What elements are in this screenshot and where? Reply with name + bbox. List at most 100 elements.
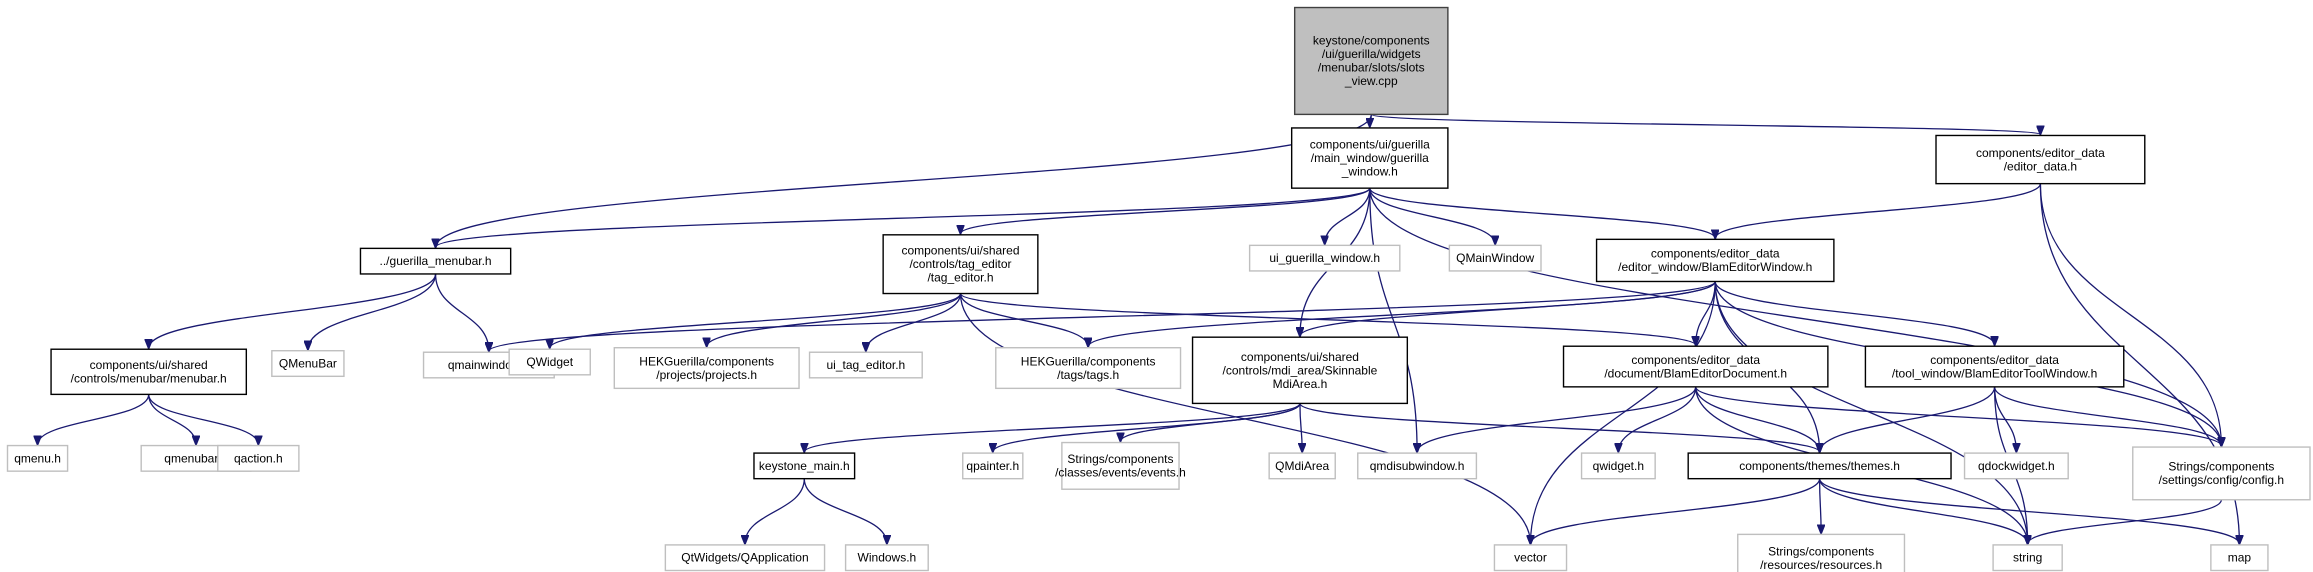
node-BlamEditorWindow[interactable]: components/editor_data/editor_window/Bla… <box>1595 238 1835 283</box>
node-label-line: /controls/mdi_area/Skinnable <box>1223 363 1378 377</box>
edge-guerilla_window-to-ui_guerilla_window <box>1325 188 1371 244</box>
node-box <box>1580 452 1656 480</box>
node-box <box>1737 533 1906 572</box>
node-label-line: /main_window/guerilla <box>1311 151 1429 165</box>
node-box <box>1290 127 1449 189</box>
node-label-line: keystone_main.h <box>759 459 850 473</box>
node-label-line: /controls/menubar/menubar.h <box>71 372 227 386</box>
node-label-line: _window.h <box>1341 165 1398 179</box>
node-tags: HEKGuerilla/components/tags/tags.h <box>995 347 1182 390</box>
node-label-line: qaction.h <box>234 451 283 465</box>
node-QMainWindow: QMainWindow <box>1448 244 1542 272</box>
node-box <box>50 348 248 396</box>
node-label-line: components/editor_data <box>1976 146 2105 160</box>
node-box <box>1595 238 1835 283</box>
edge-themes-to-map <box>1818 478 2240 544</box>
edge-BlamEditorDocument-to-config <box>1695 386 2222 446</box>
node-qdockwidget: qdockwidget.h <box>1963 452 2069 480</box>
node-box <box>2210 544 2269 572</box>
node-qmenu: qmenu.h <box>6 444 69 472</box>
edge-BlamEditorWindow-to-BlamEditorDocument <box>1696 281 1716 345</box>
node-QMdiArea: QMdiArea <box>1268 452 1336 480</box>
node-box <box>1864 345 2125 388</box>
node-label-line: /menubar/slots/slots <box>1318 61 1425 75</box>
edge-SkinnableMdiArea-to-QMdiArea <box>1300 403 1302 452</box>
node-box <box>1448 244 1542 272</box>
edge-SkinnableMdiArea-to-keystone_main <box>804 402 1301 452</box>
node-label-line: /controls/tag_editor <box>909 257 1011 271</box>
node-guerilla_menubar[interactable]: ../guerilla_menubar.h <box>359 247 512 275</box>
node-label-line: components/editor_data <box>1930 353 2059 367</box>
node-label-line: ui_tag_editor.h <box>827 358 906 372</box>
node-label-line: components/editor_data <box>1651 247 1780 261</box>
node-box <box>753 452 856 480</box>
node-keystone_main[interactable]: keystone_main.h <box>753 452 856 480</box>
node-menubar[interactable]: components/ui/shared/controls/menubar/me… <box>50 348 248 396</box>
node-label-line: /document/BlamEditorDocument.h <box>1604 366 1787 380</box>
node-label-line: /ui/guerilla/widgets <box>1322 47 1421 61</box>
node-label-line: keystone/components <box>1313 34 1430 48</box>
node-qmdisubwindow: qmdisubwindow.h <box>1357 452 1478 480</box>
node-BlamEditorDocument[interactable]: components/editor_data/document/BlamEdit… <box>1562 345 1829 388</box>
edge-guerilla_window-to-config <box>1369 188 2222 446</box>
edge-tag_editor-to-QWidget <box>550 293 962 349</box>
node-label-line: components/ui/shared <box>1241 350 1359 364</box>
node-box <box>1562 345 1829 388</box>
node-label-line: qwidget.h <box>1593 459 1644 473</box>
node-string: string <box>1992 544 2063 572</box>
edge-themes-to-resources <box>1820 478 1822 534</box>
node-box <box>1191 336 1409 405</box>
node-label-line: /tool_window/BlamEditorToolWindow.h <box>1892 366 2097 380</box>
node-SkinnableMdiArea[interactable]: components/ui/shared/controls/mdi_area/S… <box>1191 336 1409 405</box>
node-label-line: /editor_window/BlamEditorWindow.h <box>1618 260 1812 274</box>
node-tag_editor[interactable]: components/ui/shared/controls/tag_editor… <box>882 234 1039 295</box>
node-qpainter: qpainter.h <box>962 452 1024 480</box>
node-QWidget: QWidget <box>508 348 591 376</box>
node-editor_data[interactable]: components/editor_data/editor_data.h <box>1935 134 2146 185</box>
node-box <box>1935 134 2146 185</box>
node-QMenuBar: QMenuBar <box>271 350 345 378</box>
node-box <box>1687 452 1952 480</box>
node-box <box>664 544 826 572</box>
node-root[interactable]: keystone/components/ui/guerilla/widgets/… <box>1293 6 1449 116</box>
nodes-layer: keystone/components/ui/guerilla/widgets/… <box>6 6 2311 572</box>
node-guerilla_window[interactable]: components/ui/guerilla/main_window/gueri… <box>1290 127 1449 189</box>
node-label-line: /projects/projects.h <box>656 368 757 382</box>
node-box <box>1963 452 2069 480</box>
node-label-line: MdiArea.h <box>1273 377 1328 391</box>
node-label-line: /resources/resources.h <box>1760 558 1882 572</box>
node-themes[interactable]: components/themes/themes.h <box>1687 452 1952 480</box>
node-label-line: components/ui/shared <box>901 244 1019 258</box>
node-label-line: Windows.h <box>858 551 917 565</box>
edge-menubar-to-qaction <box>148 394 259 444</box>
edge-tag_editor-to-tags <box>959 293 1088 347</box>
node-label-line: qmenubar.h <box>164 451 227 465</box>
node-label-line: _view.cpp <box>1344 74 1398 88</box>
node-box <box>844 544 929 572</box>
node-box <box>1293 6 1449 116</box>
node-vector: vector <box>1493 544 1568 572</box>
node-label-line: map <box>2228 551 2252 565</box>
node-label-line: HEKGuerilla/components <box>639 354 774 368</box>
node-label-line: components/editor_data <box>1631 353 1760 367</box>
node-box <box>1357 452 1478 480</box>
node-label-line: HEKGuerilla/components <box>1021 354 1156 368</box>
node-label-line: qdockwidget.h <box>1978 459 2055 473</box>
node-box <box>1248 244 1401 272</box>
edge-guerilla_window-to-guerilla_menubar <box>436 187 1371 247</box>
node-box <box>508 348 591 376</box>
node-BlamEditorToolWindow[interactable]: components/editor_data/tool_window/BlamE… <box>1864 345 2125 388</box>
node-qaction: qaction.h <box>217 444 300 472</box>
node-label-line: QWidget <box>526 355 573 369</box>
edge-guerilla_window-to-QMainWindow <box>1369 188 1495 244</box>
edge-BlamEditorDocument-to-themes <box>1695 386 1820 452</box>
node-label-line: Strings/components <box>1768 545 1874 559</box>
edge-BlamEditorDocument-to-qwidget <box>1618 386 1697 452</box>
edge-BlamEditorDocument-to-qmdisubwindow <box>1417 386 1697 452</box>
edge-guerilla_menubar-to-qmainwindow <box>434 273 489 351</box>
node-label-line: Strings/components <box>2168 460 2274 474</box>
edge-tag_editor-to-BlamEditorDocument <box>959 292 1695 346</box>
node-box <box>217 444 300 472</box>
node-box <box>359 247 512 275</box>
edge-keystone_main-to-QApplication <box>745 478 805 544</box>
